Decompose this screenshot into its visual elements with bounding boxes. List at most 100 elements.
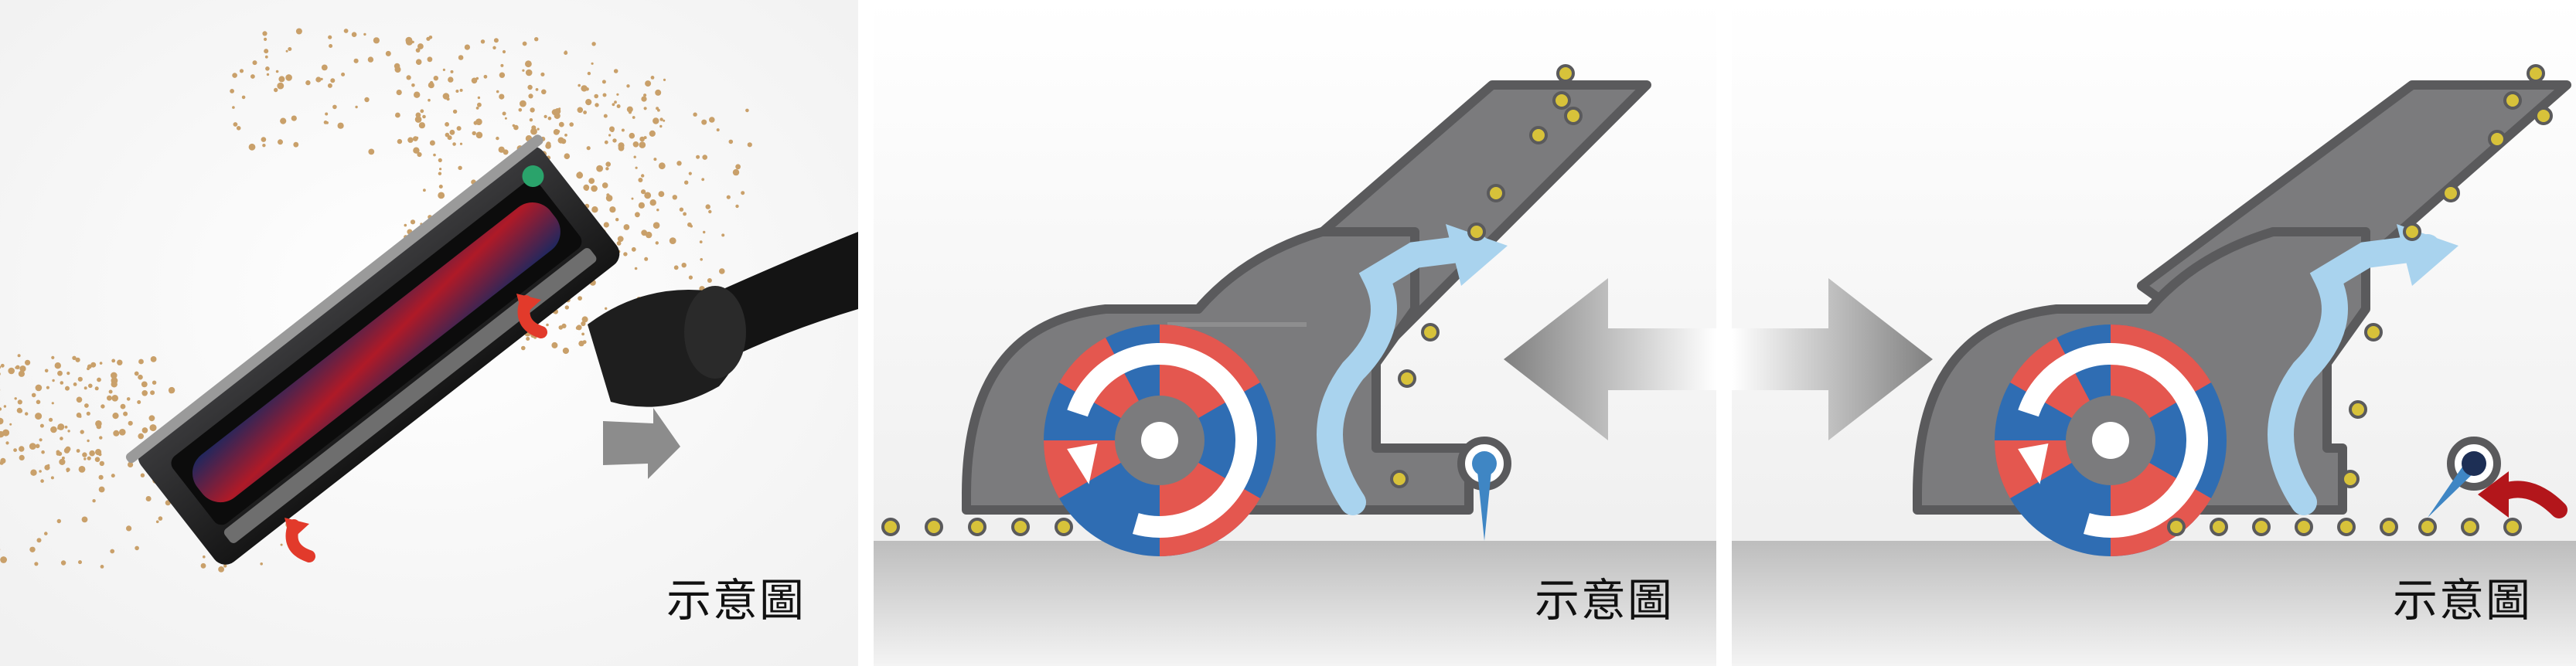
debris-dot xyxy=(1398,369,1416,388)
dust-particle xyxy=(522,41,527,46)
dust-particle xyxy=(291,115,297,121)
dust-particle xyxy=(701,178,705,182)
dust-particle xyxy=(46,386,49,389)
dust-particle xyxy=(327,83,332,88)
dust-particle xyxy=(315,76,322,83)
dust-particle xyxy=(415,59,422,65)
debris-dot xyxy=(1564,107,1583,125)
rotation-arrowhead xyxy=(1067,443,1098,484)
flap-closed xyxy=(1477,464,1492,541)
dust-particle xyxy=(471,77,478,84)
dust-particle xyxy=(634,267,638,270)
dust-particle xyxy=(522,69,525,72)
dust-particle xyxy=(641,189,646,195)
dust-particle xyxy=(111,474,115,478)
dust-particle xyxy=(34,562,39,566)
dust-particle xyxy=(526,337,530,341)
dust-particle xyxy=(111,395,118,402)
dust-particle xyxy=(591,185,598,192)
debris-dot xyxy=(2341,470,2360,488)
dust-particle xyxy=(639,141,646,148)
dust-particle xyxy=(98,474,104,480)
dust-particle xyxy=(655,241,659,245)
dust-particle xyxy=(658,162,666,170)
dust-particle xyxy=(438,158,442,162)
dust-particle xyxy=(78,466,86,473)
dust-particle xyxy=(530,107,535,113)
dust-particle xyxy=(99,460,104,467)
dust-particle xyxy=(638,202,646,209)
dust-particle xyxy=(60,560,66,566)
dust-particle xyxy=(111,381,118,388)
dust-particle xyxy=(537,127,540,131)
dust-particle xyxy=(581,85,588,92)
dust-particle xyxy=(521,345,526,351)
dust-particle xyxy=(260,562,264,566)
dust-particle xyxy=(417,151,422,158)
dust-particle xyxy=(140,473,145,477)
neck-ring xyxy=(684,286,746,379)
dust-particle xyxy=(641,229,648,236)
dust-particle xyxy=(608,134,612,137)
dust-particle xyxy=(735,164,741,170)
dust-particle xyxy=(232,106,235,109)
dust-particle xyxy=(591,42,596,46)
debris-dot xyxy=(2503,91,2522,110)
dust-particle xyxy=(262,144,266,148)
dust-particle xyxy=(236,126,241,131)
debris-dot xyxy=(1556,64,1575,83)
dust-particle xyxy=(262,31,267,36)
dust-particle xyxy=(498,146,505,153)
dust-particle xyxy=(528,93,533,99)
dust-particle xyxy=(81,516,88,523)
dust-particle xyxy=(128,461,134,468)
dust-particle xyxy=(54,362,62,369)
dust-particle xyxy=(200,562,206,569)
dust-particle xyxy=(41,450,45,454)
rotation-arrowhead xyxy=(2018,443,2049,484)
dust-particle xyxy=(502,111,506,116)
dust-particle xyxy=(638,178,643,182)
dust-particle xyxy=(239,69,244,73)
dust-particle xyxy=(557,130,561,134)
dust-particle xyxy=(658,191,665,198)
dust-particle xyxy=(278,139,283,145)
panel-diagram-backward: 示意圖 xyxy=(874,0,1716,666)
dust-particle xyxy=(265,66,270,71)
debris-dot xyxy=(2252,518,2271,536)
dust-particle xyxy=(583,110,587,114)
dust-particle xyxy=(547,116,552,121)
dust-particle xyxy=(364,97,370,103)
dust-particle xyxy=(439,168,442,171)
debris-dot xyxy=(2403,223,2421,241)
dust-particle xyxy=(557,137,564,144)
dust-particle xyxy=(741,191,745,195)
dust-particle xyxy=(97,377,101,382)
dust-particle xyxy=(669,237,676,244)
dust-particle xyxy=(111,372,118,379)
dust-particle xyxy=(581,316,588,323)
dust-particle xyxy=(455,90,459,93)
dust-particle xyxy=(561,323,567,328)
dust-particle xyxy=(623,224,630,230)
debris-dot xyxy=(1421,323,1440,341)
dust-particle xyxy=(595,103,599,107)
dust-particle xyxy=(452,109,458,114)
dust-particle xyxy=(232,73,237,78)
dust-particle xyxy=(693,112,697,117)
dust-particle xyxy=(587,71,591,76)
dust-particle xyxy=(605,195,613,202)
dust-particle xyxy=(35,384,43,392)
dust-particle xyxy=(134,371,139,376)
dust-particle xyxy=(56,450,60,454)
dust-particle xyxy=(415,48,421,53)
debris-dot xyxy=(2441,184,2460,202)
dust-particle xyxy=(203,555,206,559)
debris-dot xyxy=(2349,400,2367,419)
dust-particle xyxy=(581,332,584,336)
dust-particle xyxy=(438,192,445,199)
dust-particle xyxy=(663,78,666,81)
dust-particle xyxy=(19,446,25,452)
dust-particle xyxy=(39,423,44,428)
dust-particle xyxy=(558,107,561,110)
